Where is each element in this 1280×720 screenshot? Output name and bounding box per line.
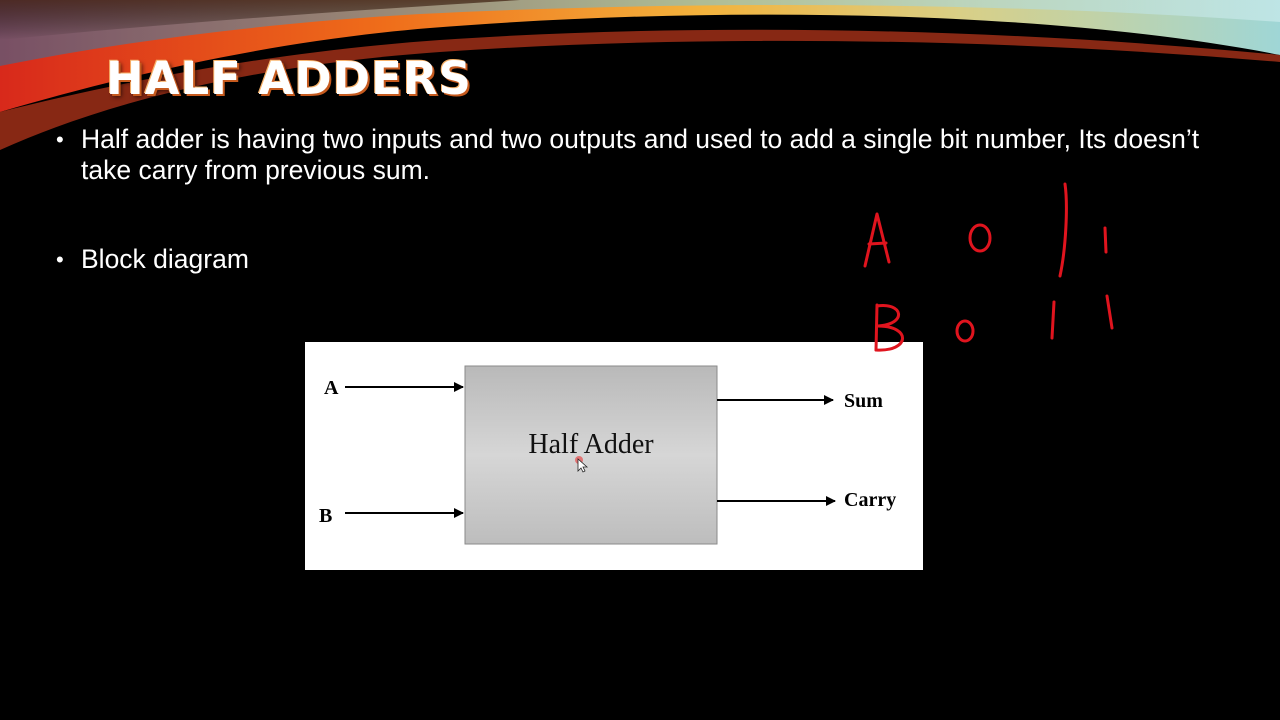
output-label-sum: Sum (844, 390, 883, 412)
handwritten-zero-b (955, 319, 975, 343)
input-label-a: A (324, 377, 339, 399)
bullet-item-description: • Half adder is having two inputs and tw… (56, 124, 1216, 186)
slide-title: HALF ADDERS (106, 52, 472, 105)
bullet-text: Half adder is having two inputs and two … (81, 124, 1200, 185)
bullet-item-block-diagram: • Block diagram (56, 244, 1216, 275)
bullet-marker: • (56, 127, 64, 152)
handwritten-one-b-second (1105, 294, 1114, 330)
header-swoosh-graphic (0, 0, 1280, 150)
half-adder-block-diagram: Half Adder A B Sum Carry (305, 342, 923, 570)
bullet-text: Block diagram (81, 244, 249, 274)
half-adder-block-label: Half Adder (528, 429, 654, 460)
half-adder-block (464, 365, 718, 545)
handwritten-one-b-first (1050, 300, 1056, 340)
input-label-b: B (319, 505, 332, 527)
bullet-marker: • (56, 247, 64, 272)
bullet-list: • Half adder is having two inputs and tw… (56, 124, 1216, 275)
block-diagram-svg: Half Adder A B Sum Carry (319, 365, 896, 545)
output-label-carry: Carry (844, 489, 896, 511)
mouse-cursor-icon (575, 456, 589, 473)
